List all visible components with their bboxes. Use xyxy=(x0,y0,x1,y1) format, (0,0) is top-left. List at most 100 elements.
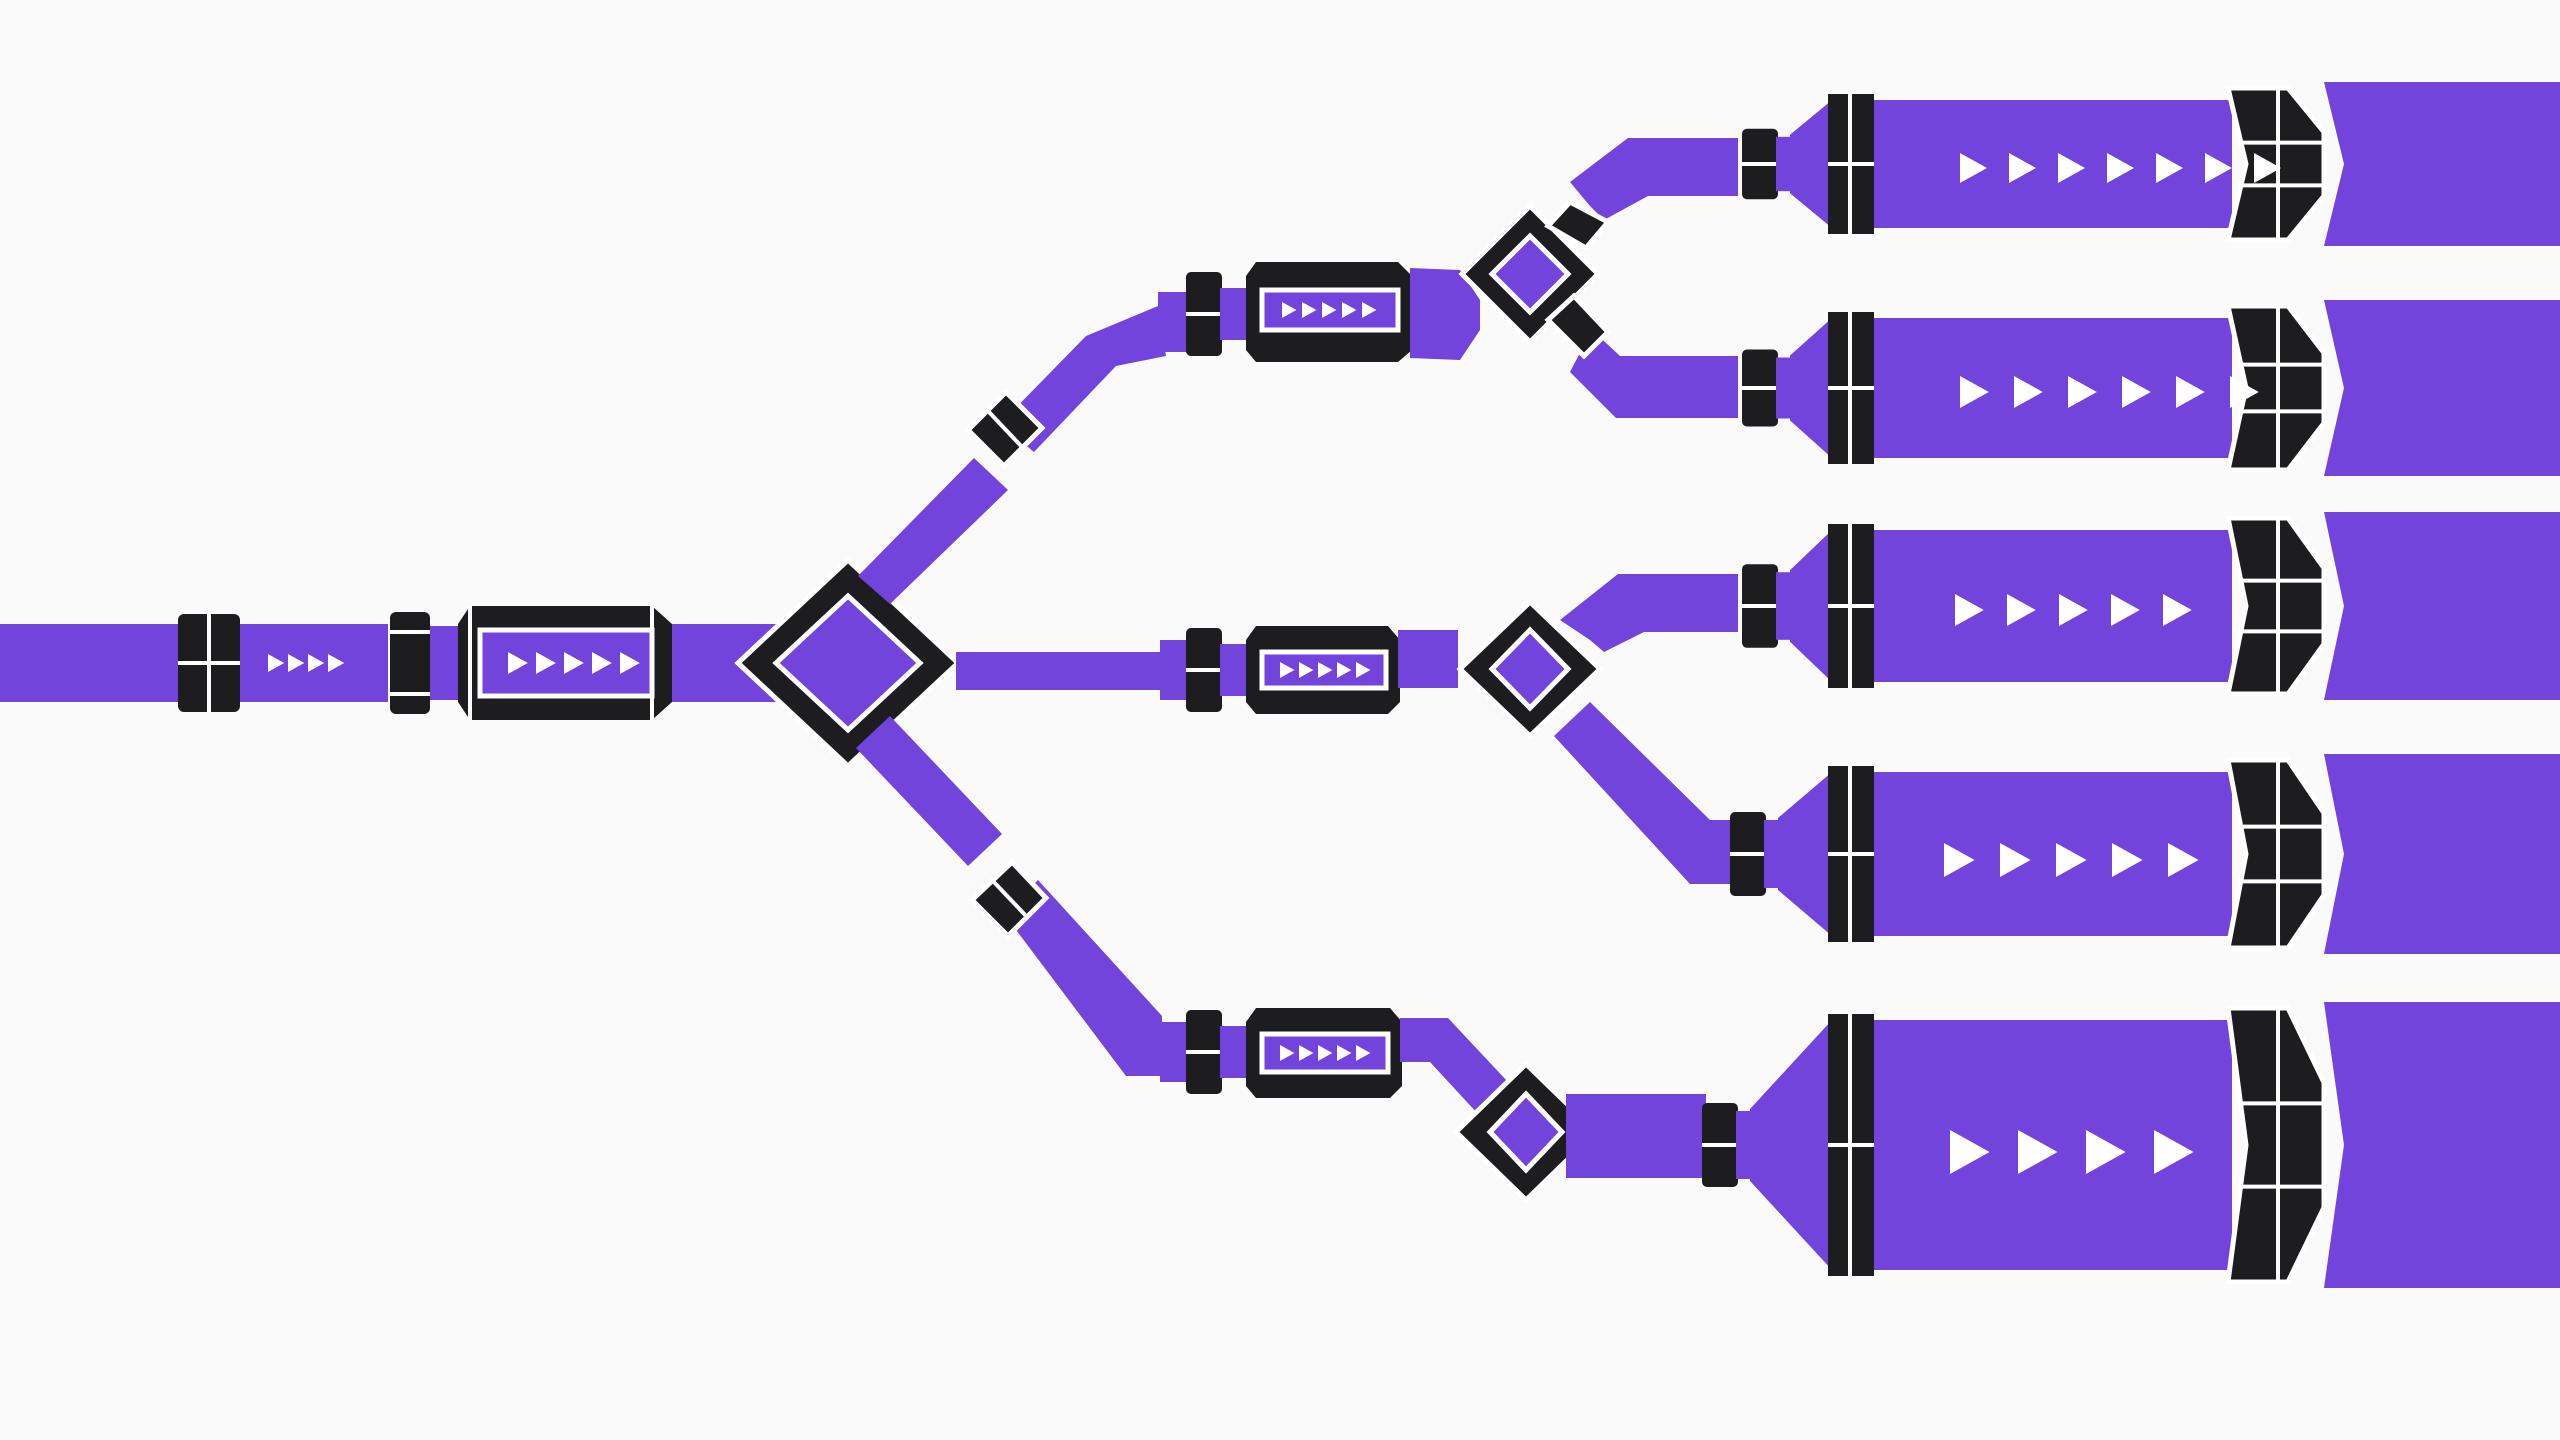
triangle-arrow-icon xyxy=(1322,302,1337,318)
triangle-arrow-icon xyxy=(1955,594,1984,626)
triangle-arrow-icon xyxy=(1280,1045,1295,1061)
outlet-taper xyxy=(1750,1020,1832,1270)
branch-pipe-segment xyxy=(1158,292,1188,352)
input-pipe-segment xyxy=(0,624,186,702)
triangle-arrow-icon xyxy=(288,654,305,672)
triangle-arrow-icon xyxy=(2107,153,2134,183)
branch-pipe-segment xyxy=(1400,1018,1508,1114)
triangle-arrow-icon xyxy=(1302,302,1317,318)
triangle-arrow-icon xyxy=(2205,153,2232,183)
splitter-core xyxy=(1488,232,1572,316)
splitter-core xyxy=(772,592,924,734)
outlet-3 xyxy=(1742,512,2560,700)
branch-pipe-segment xyxy=(1160,640,1188,700)
feeder-pipe xyxy=(1554,702,1738,884)
outlet-taper xyxy=(1778,772,1832,936)
outlet-4 xyxy=(1730,754,2560,954)
triangle-arrow-icon xyxy=(2014,376,2043,408)
outlet-cap xyxy=(2324,300,2560,476)
hex-nozzle-icon xyxy=(2224,85,2327,243)
outlet-group xyxy=(1702,82,2560,1288)
outlet-neck xyxy=(1776,572,1792,640)
outlet-barrel xyxy=(1874,318,2232,458)
splitter-core xyxy=(1488,626,1572,712)
branch-pipe-segment xyxy=(858,458,1008,604)
coupling-body-icon xyxy=(390,612,430,714)
triangle-arrow-icon xyxy=(2056,843,2087,877)
triangle-arrow-icon xyxy=(1960,376,1989,408)
triangle-arrow-icon xyxy=(508,652,528,674)
triangle-arrow-icon xyxy=(2112,843,2143,877)
outlet-cap xyxy=(2324,1002,2560,1288)
triangle-arrow-icon xyxy=(1960,153,1987,183)
outlet-barrel xyxy=(1874,100,2232,228)
branch-lower xyxy=(856,716,1508,1114)
splitter-core xyxy=(1486,1090,1566,1174)
outlet-1 xyxy=(1742,82,2560,246)
triangle-arrow-icon xyxy=(1944,843,1975,877)
triangle-arrow-icon xyxy=(536,652,556,674)
triangle-arrow-icon xyxy=(1282,302,1297,318)
outlet-neck xyxy=(1776,357,1792,419)
outlet-neck xyxy=(1764,820,1780,888)
outlet-feeders xyxy=(1544,138,1738,1178)
branch-pipe-segment xyxy=(1398,630,1458,688)
triangle-arrow-icon xyxy=(2154,1130,2194,1174)
outlet-2 xyxy=(1742,300,2560,476)
triangle-arrow-icon xyxy=(1356,1045,1371,1061)
main-splitter xyxy=(734,556,962,770)
feeder-pipe xyxy=(1566,1094,1706,1178)
triangle-arrow-icon xyxy=(2058,153,2085,183)
triangle-arrow-icon xyxy=(328,654,345,672)
outlet-cap xyxy=(2324,82,2560,246)
triangle-arrow-icon xyxy=(1318,662,1333,678)
outlet-neck xyxy=(1736,1111,1752,1179)
input-coupling-2 xyxy=(390,612,430,714)
triangle-arrow-icon xyxy=(308,654,325,672)
triangle-arrow-icon xyxy=(2086,1130,2126,1174)
triangle-arrow-icon xyxy=(1342,302,1357,318)
outlet-taper xyxy=(1790,318,1832,458)
triangle-arrow-icon xyxy=(1356,662,1371,678)
triangle-arrow-icon xyxy=(1362,302,1377,318)
splitter-middle xyxy=(1456,598,1604,740)
feeder-coupling-icon xyxy=(1544,198,1612,252)
feeder-pipe xyxy=(1570,330,1738,418)
coupling-seam xyxy=(990,878,1030,920)
outlet-neck xyxy=(1776,136,1792,192)
triangle-arrow-icon xyxy=(2059,594,2088,626)
branch-upper xyxy=(858,262,1480,604)
triangle-arrow-icon xyxy=(2122,376,2151,408)
triangle-arrow-icon xyxy=(564,652,584,674)
triangle-arrow-icon xyxy=(1950,1130,1990,1174)
outlet-5 xyxy=(1702,1002,2560,1288)
outlet-taper xyxy=(1790,100,1832,228)
triangle-arrow-icon xyxy=(2111,594,2140,626)
triangle-arrow-icon xyxy=(268,654,285,672)
triangle-arrow-icon xyxy=(2000,843,2031,877)
triangle-arrow-icon xyxy=(1337,662,1352,678)
triangle-arrow-icon xyxy=(620,652,640,674)
triangle-arrow-icon xyxy=(2168,843,2199,877)
triangle-arrow-icon xyxy=(2176,376,2205,408)
branch-pipe-segment xyxy=(1004,880,1162,1076)
coupling-seam xyxy=(986,409,1024,449)
outlet-cap xyxy=(2324,754,2560,954)
flow-arrow-group xyxy=(268,153,2281,1174)
input-coupling-1 xyxy=(178,614,240,712)
hex-nozzle-icon xyxy=(2224,757,2327,951)
triangle-arrow-icon xyxy=(2068,376,2097,408)
triangle-arrow-icon xyxy=(2156,153,2183,183)
branch-pipe-segment xyxy=(1160,1022,1188,1082)
triangle-arrow-icon xyxy=(2009,153,2036,183)
triangle-arrow-icon xyxy=(1280,662,1295,678)
triangle-arrow-icon xyxy=(1299,1045,1314,1061)
branch-middle xyxy=(956,626,1458,714)
triangle-arrow-icon xyxy=(2230,376,2259,408)
feeder-pipe xyxy=(1570,138,1738,220)
branch-pipe-segment xyxy=(956,652,1188,690)
triangle-arrow-icon xyxy=(1299,662,1314,678)
branch-pipe-segment xyxy=(1000,306,1166,452)
